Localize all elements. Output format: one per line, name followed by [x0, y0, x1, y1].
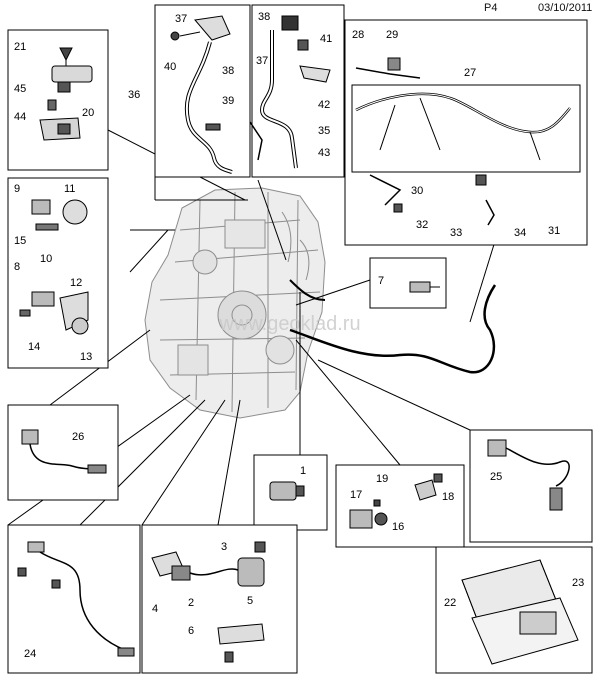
callout-24: 24 [24, 648, 36, 660]
watermark: www.geoklad.ru [218, 313, 360, 335]
callout-11: 11 [64, 183, 75, 195]
callout-19: 19 [376, 473, 388, 485]
callout-23: 23 [572, 577, 584, 589]
frame-harness-routing [344, 19, 588, 246]
frame-pressure-sensor-hose [251, 4, 345, 178]
callout-2: 2 [188, 597, 194, 609]
callout-44: 44 [14, 111, 26, 123]
pressure-switch-parts [269, 481, 305, 501]
callout-labels: 1 2 3 4 5 6 7 8 9 10 11 12 13 14 15 16 1… [14, 11, 584, 660]
callout-17: 17 [350, 489, 362, 501]
callout-38b: 38 [258, 11, 270, 23]
callout-33: 33 [450, 227, 462, 239]
callout-30: 30 [411, 185, 423, 197]
callout-16: 16 [392, 521, 404, 533]
callout-5: 5 [247, 595, 253, 607]
frame-egr-hose [154, 4, 251, 178]
callout-6: 6 [188, 625, 194, 637]
camshaft-sensor-parts [19, 199, 89, 335]
frame-camshaft-sensor [7, 177, 109, 369]
callout-40: 40 [164, 61, 176, 73]
callout-12: 12 [70, 277, 82, 289]
oxygen-sensor-front-parts [21, 429, 107, 474]
frame-solenoid-valve [141, 524, 298, 674]
solenoid-valve-parts [151, 541, 266, 663]
callout-22: 22 [444, 597, 456, 609]
panel-frames [7, 4, 593, 674]
callout-25: 25 [490, 471, 502, 483]
temperature-sensor-parts [409, 281, 440, 293]
oil-pressure-sensor-parts [349, 473, 443, 529]
oxygen-sensor-harness-parts [17, 541, 135, 657]
ecu-parts [461, 559, 579, 665]
callout-43: 43 [318, 147, 330, 159]
callout-3: 3 [221, 541, 227, 553]
callout-34: 34 [514, 227, 526, 239]
harness-routing-parts [355, 57, 571, 226]
callout-28: 28 [352, 29, 364, 41]
pressure-sensor-hose-parts [249, 15, 331, 169]
callout-45: 45 [14, 83, 26, 95]
callout-39: 39 [222, 95, 234, 107]
engine-assembly [144, 187, 326, 419]
callout-10: 10 [40, 253, 52, 265]
callout-37b: 37 [256, 55, 268, 67]
callout-31: 31 [548, 225, 560, 237]
leader-lines [7, 95, 501, 526]
wire-harness [289, 284, 497, 374]
frame-temperature-sensor [369, 257, 447, 309]
page-code: P4 [484, 2, 498, 14]
egr-hose-parts [170, 15, 233, 174]
callout-13: 13 [80, 351, 92, 363]
callout-14: 14 [28, 341, 40, 353]
revision-date: 03/10/2011 [538, 2, 593, 14]
callout-38a: 38 [222, 65, 234, 77]
callout-37a: 37 [175, 13, 187, 25]
callout-15: 15 [14, 235, 26, 247]
callout-1: 1 [300, 465, 306, 477]
callout-8: 8 [14, 261, 20, 273]
frame-oil-pressure-sensor [335, 464, 465, 548]
frame-oxygen-sensor-front [7, 404, 119, 501]
callout-26: 26 [72, 431, 84, 443]
callout-7: 7 [378, 275, 384, 287]
callout-21: 21 [14, 41, 26, 53]
manifold-pressure-sensor-parts [39, 47, 93, 141]
callout-18: 18 [442, 491, 454, 503]
frame-manifold-pressure-sensor [7, 29, 109, 171]
callout-42: 42 [318, 99, 330, 111]
callout-27: 27 [464, 67, 476, 79]
callout-4: 4 [152, 603, 158, 615]
callout-32: 32 [416, 219, 428, 231]
oxygen-sensor-rear-parts [487, 439, 570, 511]
callout-41: 41 [320, 33, 332, 45]
callout-29: 29 [386, 29, 398, 41]
callout-35: 35 [318, 125, 330, 137]
callout-36: 36 [128, 89, 140, 101]
frame-harness-inner [351, 84, 581, 173]
callout-20: 20 [82, 107, 94, 119]
callout-9: 9 [14, 183, 20, 195]
wire-harness-branch [289, 279, 326, 301]
